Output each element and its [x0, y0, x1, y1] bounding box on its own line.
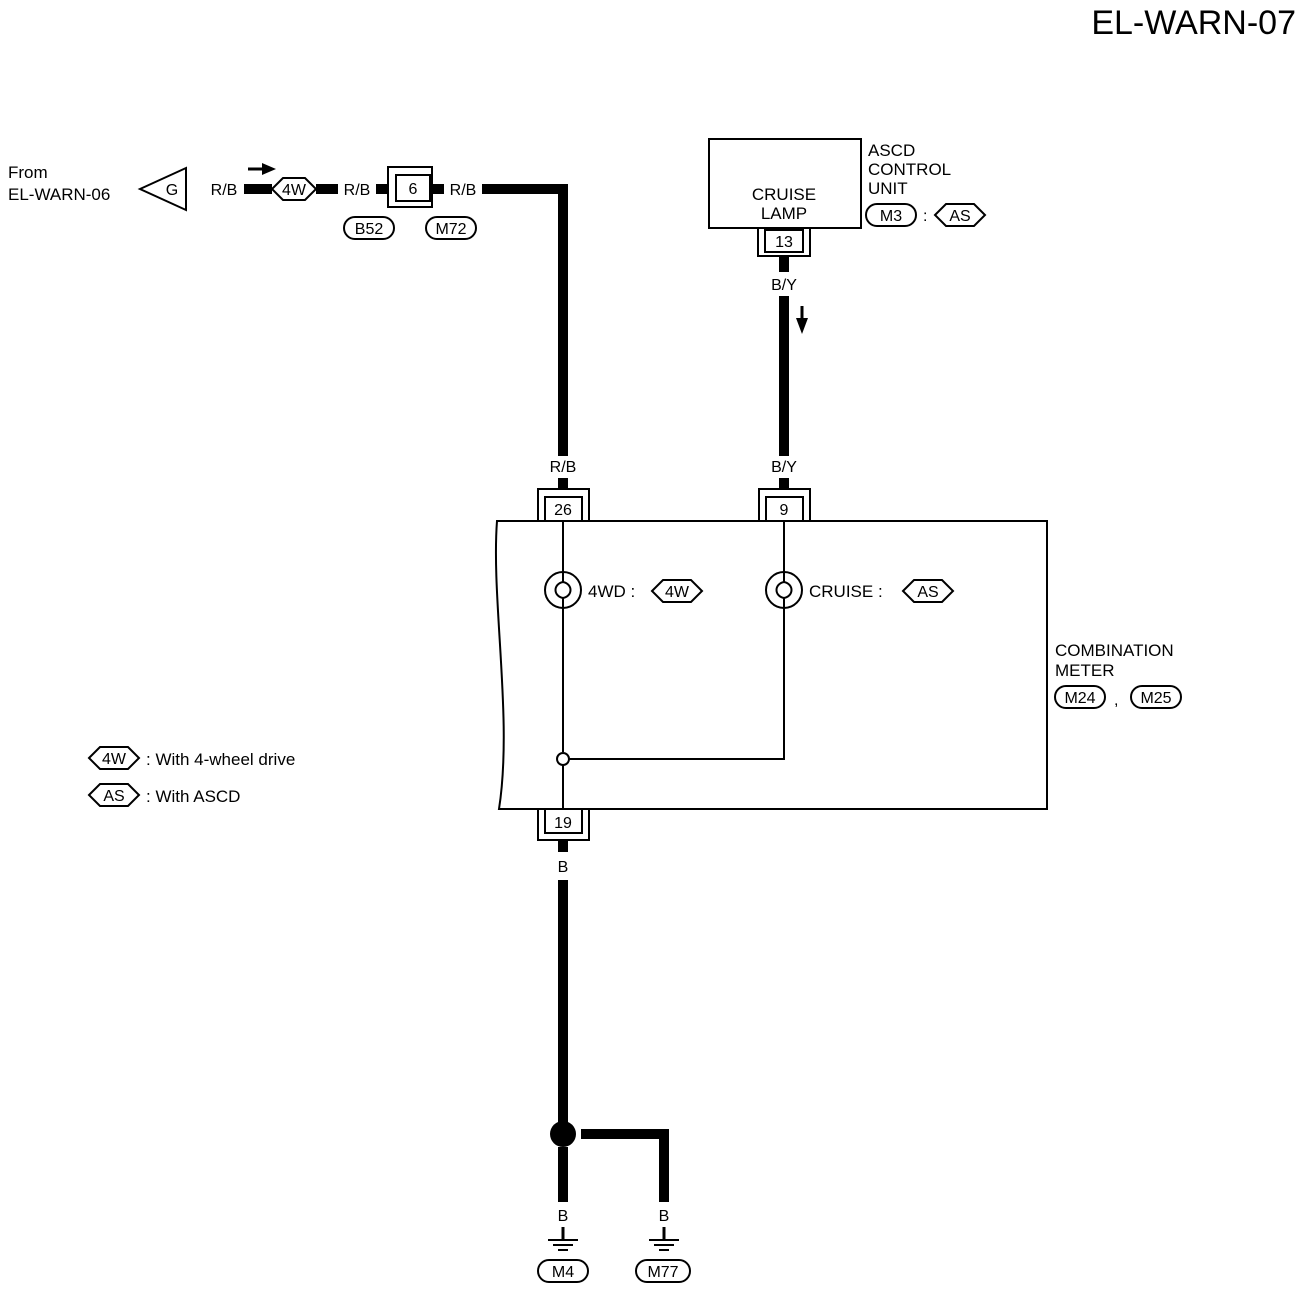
- connector-id-b52: B52: [343, 216, 395, 240]
- option-as-ascd-label: AS: [949, 208, 970, 225]
- meter-pin-26-label: 26: [554, 502, 572, 519]
- from-connector-g-label: G: [166, 182, 178, 199]
- connector-id-m72: M72: [425, 216, 477, 240]
- legend-as-desc: : With ASCD: [146, 787, 240, 806]
- internal-wire-cruise-return: [569, 608, 785, 760]
- wire-label-rb-3: R/B: [450, 182, 477, 199]
- current-flow-arrow-down: [796, 306, 808, 334]
- connector-id-m72-label: M72: [435, 221, 466, 238]
- option-4w-inline-label: 4W: [282, 182, 307, 199]
- connector-id-m4-label: M4: [552, 1264, 574, 1281]
- connector-id-m25: M25: [1130, 685, 1182, 709]
- connector-id-b52-label: B52: [355, 221, 384, 238]
- legend-option-as: AS: [87, 783, 141, 807]
- option-as-lamp-label: AS: [917, 584, 938, 601]
- ascd-colon: :: [923, 208, 927, 225]
- meter-name-line1: COMBINATION: [1055, 641, 1174, 660]
- connector-id-m24-label: M24: [1064, 690, 1095, 707]
- joint-connector-pin: 6: [409, 181, 418, 198]
- ground-icon: [548, 1227, 578, 1251]
- lamp-cruise-label: CRUISE :: [809, 582, 883, 601]
- legend-option-4w-label: 4W: [102, 751, 127, 768]
- ascd-name-line1: ASCD: [868, 141, 915, 160]
- lamp-4wd-label: 4WD :: [588, 582, 635, 601]
- ascd-pin-13: 13: [757, 228, 811, 257]
- meter-comma: ,: [1114, 692, 1118, 709]
- option-as-ascd: AS: [933, 203, 987, 227]
- from-label-line2: EL-WARN-06: [8, 185, 110, 204]
- ascd-control-unit: CRUISE LAMP: [708, 138, 862, 229]
- option-4w-inline: 4W: [270, 177, 318, 201]
- wire-label-rb-2: R/B: [344, 182, 371, 199]
- splice-junction: [550, 1121, 576, 1147]
- wire-label-rb-4: R/B: [550, 459, 577, 476]
- current-flow-arrow-right: [248, 163, 276, 175]
- connector-id-m3: M3: [865, 203, 917, 227]
- combination-meter: [494, 520, 1048, 810]
- meter-pin-9: 9: [758, 488, 811, 522]
- option-4w-lamp-label: 4W: [665, 584, 690, 601]
- meter-pin-26: 26: [537, 488, 590, 522]
- ground-icon: [649, 1227, 679, 1251]
- legend-option-4w: 4W: [87, 746, 141, 770]
- wire-label-rb-1: R/B: [211, 182, 238, 199]
- ascd-name-line2: CONTROL: [868, 160, 951, 179]
- meter-pin-19: 19: [537, 808, 590, 841]
- from-connector-g: G: [137, 166, 187, 212]
- meter-pin-19-label: 19: [554, 815, 572, 832]
- wire-label-b-3: B: [659, 1208, 670, 1225]
- meter-pin-9-label: 9: [780, 502, 789, 519]
- cruise-lamp-line1: CRUISE: [752, 185, 816, 204]
- from-label-line1: From: [8, 163, 48, 182]
- wire-label-b-2: B: [558, 1208, 569, 1225]
- connector-id-m77-label: M77: [647, 1264, 678, 1281]
- connector-id-m24: M24: [1054, 685, 1106, 709]
- option-as-lamp: AS: [901, 579, 955, 603]
- legend-option-as-label: AS: [103, 788, 124, 805]
- ascd-pin-13-label: 13: [775, 234, 793, 251]
- joint-connector-6: 6: [387, 166, 433, 208]
- wire-label-by-2: B/Y: [771, 459, 797, 476]
- wire-rb-main: [482, 184, 568, 456]
- wire-b-branch: [581, 1129, 669, 1202]
- wire-label-by-1: B/Y: [771, 277, 797, 294]
- meter-name-line2: METER: [1055, 661, 1115, 680]
- connector-id-m77: M77: [635, 1259, 691, 1283]
- indicator-lamp-cruise: [765, 571, 803, 609]
- diagram-title: EL-WARN-07: [1091, 4, 1296, 42]
- connector-id-m25-label: M25: [1140, 690, 1171, 707]
- option-4w-lamp: 4W: [650, 579, 704, 603]
- internal-junction: [556, 752, 570, 766]
- legend: 4W : With 4-wheel drive AS : With ASCD: [87, 746, 295, 807]
- wire-label-b-1: B: [558, 859, 569, 876]
- indicator-lamp-4wd: [544, 571, 582, 609]
- connector-id-m3-label: M3: [880, 208, 902, 225]
- ascd-name-line3: UNIT: [868, 179, 908, 198]
- legend-4w-desc: : With 4-wheel drive: [146, 750, 295, 769]
- connector-id-m4: M4: [537, 1259, 589, 1283]
- cruise-lamp-line2: LAMP: [761, 204, 807, 223]
